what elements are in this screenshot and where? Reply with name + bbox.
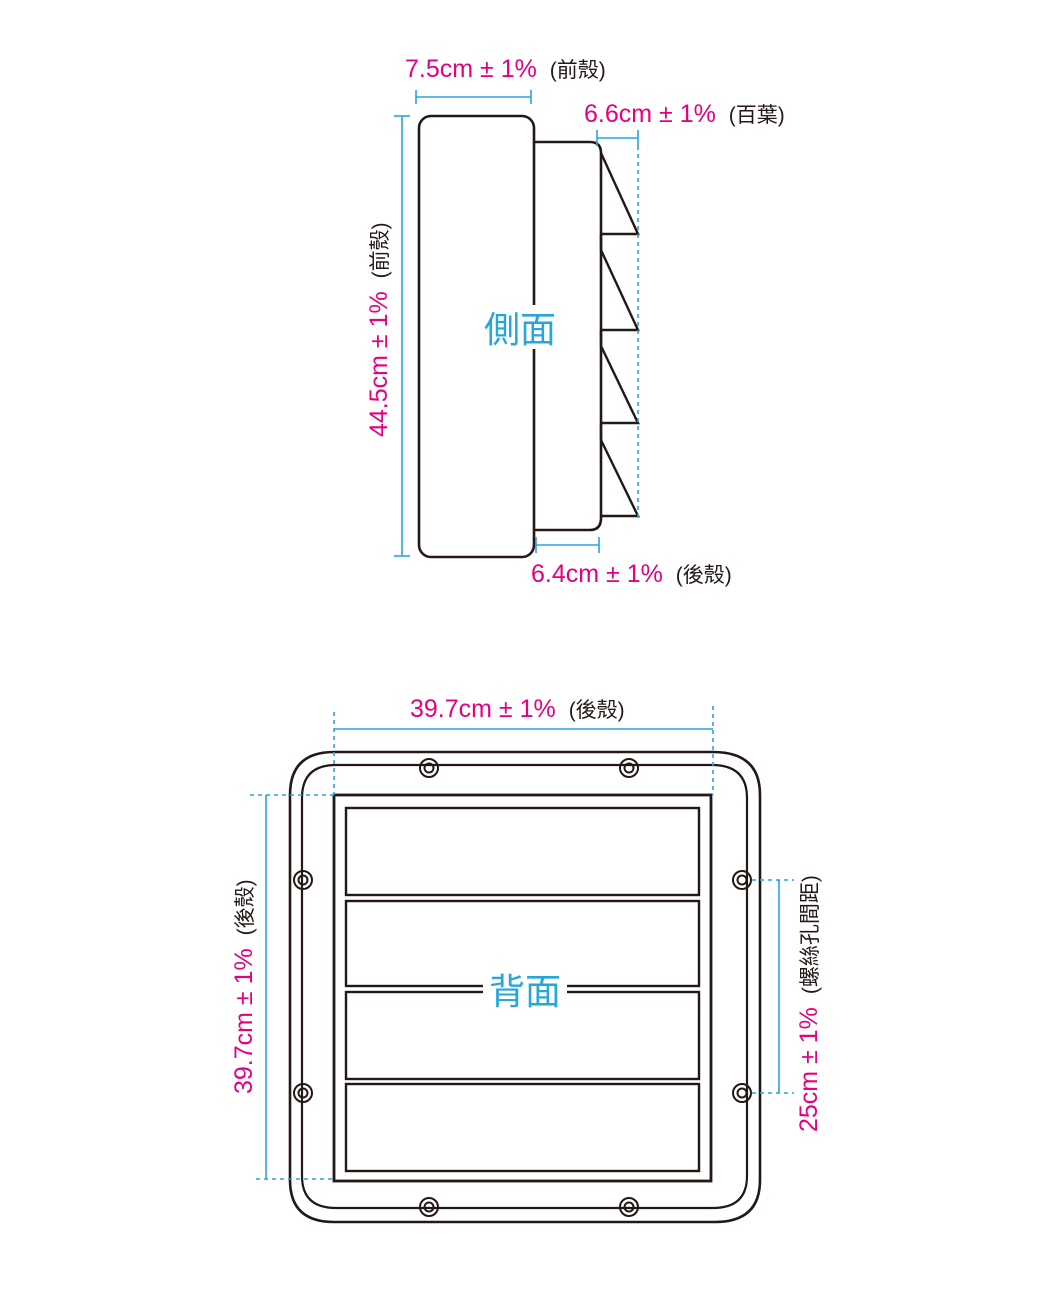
- side-view: 7.5cm ± 1% (前殼) 6.6cm ± 1% (百葉) 44.5cm ±…: [365, 55, 785, 588]
- screw-spacing-dimension-line: [752, 879, 794, 1094]
- screw-hole: [619, 1197, 639, 1217]
- louver-depth-dimension-line: [596, 130, 639, 520]
- screw-holes: [293, 758, 752, 1217]
- side-view-title: 側面: [484, 310, 556, 351]
- screw-hole: [293, 1083, 313, 1103]
- front-height-label: 44.5cm ± 1% (前殼): [365, 222, 393, 437]
- back-view-title-backdrop: [483, 969, 567, 1013]
- screw-hole: [619, 758, 639, 778]
- louver-panel: [344, 1082, 701, 1173]
- screw-hole: [293, 870, 313, 890]
- screw-hole: [732, 1083, 752, 1103]
- louver-blade: [599, 423, 640, 518]
- louver-panel: [344, 806, 701, 897]
- back-height-dimension-line: [250, 794, 334, 1180]
- rear-shell-body: [332, 793, 713, 1183]
- back-view: 39.7cm ± 1% (後殼) 39.7cm ± 1% (後殼) 25cm ±…: [230, 695, 823, 1224]
- flange-inner-outline: [300, 763, 749, 1210]
- louver-blade: [599, 330, 640, 425]
- rear-depth-label: 6.4cm ± 1% (後殼): [531, 560, 732, 588]
- screw-hole: [732, 870, 752, 890]
- screw-hole: [419, 1197, 439, 1217]
- back-width-dimension-line: [333, 706, 714, 795]
- front-width-dimension-line: [415, 90, 532, 104]
- louver-blade: [599, 152, 640, 236]
- back-view-title: 背面: [489, 972, 561, 1013]
- rear-depth-dimension-line: [535, 537, 600, 553]
- back-height-label: 39.7cm ± 1% (後殼): [230, 879, 258, 1094]
- louver-blade: [599, 234, 640, 332]
- screw-spacing-label: 25cm ± 1% (螺絲孔間距): [795, 875, 823, 1132]
- screw-hole: [419, 758, 439, 778]
- flange-outer-outline: [288, 750, 762, 1224]
- front-height-dimension-line: [394, 115, 410, 557]
- back-width-label: 39.7cm ± 1% (後殼): [410, 695, 625, 723]
- louver-depth-label: 6.6cm ± 1% (百葉): [584, 100, 785, 128]
- side-view-title-backdrop: [479, 305, 561, 349]
- front-width-label: 7.5cm ± 1% (前殼): [405, 55, 606, 83]
- louver-blades: [599, 152, 640, 518]
